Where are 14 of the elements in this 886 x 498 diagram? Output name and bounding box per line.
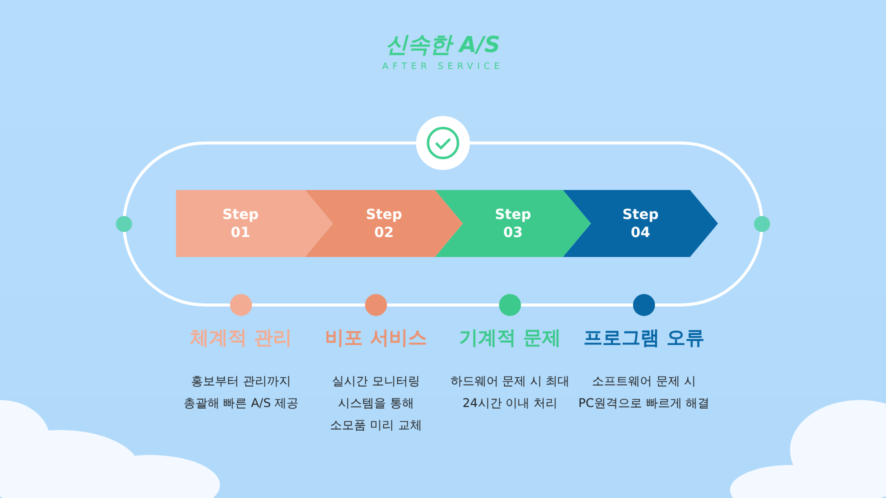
step-label: Step 04 xyxy=(621,206,660,242)
step-heading: 체계적 관리 xyxy=(189,326,293,351)
step-heading: 프로그램 오류 xyxy=(582,326,706,351)
title: 신속한 A/S xyxy=(384,32,502,60)
step-description: 홍보부터 관리까지 총괄해 빠른 A/S 제공 xyxy=(182,373,300,412)
step-description: 소프트웨어 문제 시 PC원격으로 빠르게 해결 xyxy=(578,373,710,412)
step-label: Step 01 xyxy=(221,206,260,242)
step-label: Step 02 xyxy=(364,206,404,242)
step-heading: 기계적 문제 xyxy=(458,326,562,351)
subtitle: AFTER SERVICE xyxy=(381,62,505,72)
step-heading: 비포 서비스 xyxy=(324,326,428,351)
step-description: 하드웨어 문제 시 최대 24시간 이내 처리 xyxy=(449,373,571,412)
step-description: 실시간 모니터링 시스템을 통해 소모품 미리 교체 xyxy=(329,373,423,434)
step-label: Step 03 xyxy=(494,206,532,242)
